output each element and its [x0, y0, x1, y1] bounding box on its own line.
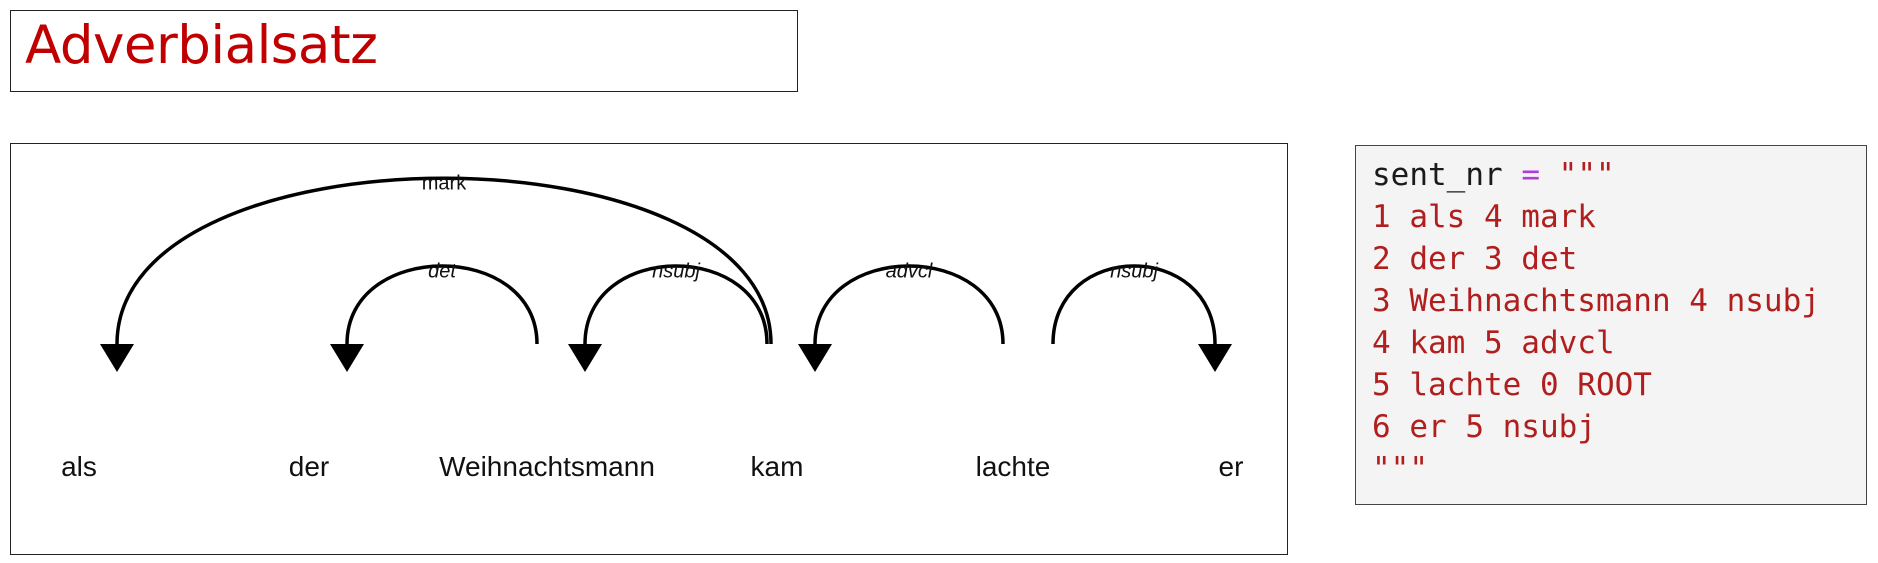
- code-line: 6 er 5 nsubj: [1372, 409, 1596, 445]
- code-line: 5 lachte 0 ROOT: [1372, 367, 1652, 403]
- code-panel: sent_nr = """ 1 als 4 mark 2 der 3 det 3…: [1355, 145, 1867, 505]
- dependency-arc: [115, 176, 773, 345]
- dependency-tree-svg: als der Weihnachtsmann kam lachte er mark det ns…: [61, 172, 1244, 482]
- slide-title: Adverbialsatz: [25, 15, 378, 76]
- code-line: 3 Weihnachtsmann 4 nsubj: [1372, 283, 1820, 319]
- code-line: 1 als 4 mark: [1372, 199, 1596, 235]
- token-word: der: [289, 451, 329, 482]
- arc-label: advcl: [886, 261, 933, 283]
- code-operator: =: [1521, 157, 1540, 193]
- token-word: kam: [751, 451, 804, 482]
- arc-label: mark: [422, 172, 467, 194]
- arrow-head: [1198, 344, 1232, 372]
- dependency-diagram: als der Weihnachtsmann kam lachte er mark det ns…: [10, 143, 1288, 555]
- code-line: 4 kam 5 advcl: [1372, 325, 1615, 361]
- arc-label: det: [428, 261, 457, 283]
- arc-label: nsubj: [652, 261, 700, 283]
- arrow-head: [798, 344, 832, 372]
- dependency-arc: [583, 264, 769, 345]
- dependency-arc: [1051, 264, 1217, 345]
- code-quote-close: """: [1372, 451, 1428, 487]
- arrow-head: [568, 344, 602, 372]
- token-word: lachte: [976, 451, 1051, 482]
- token-word: Weihnachtsmann: [439, 451, 655, 482]
- dependency-arc: [345, 264, 539, 345]
- token-word: als: [61, 451, 97, 482]
- code-quote-open: """: [1558, 157, 1615, 193]
- title-box: Adverbialsatz: [10, 10, 798, 92]
- arc-label: nsubj: [1110, 261, 1158, 283]
- arrow-head: [330, 344, 364, 372]
- code-var-name: sent_nr: [1372, 157, 1503, 193]
- code-line: 2 der 3 det: [1372, 241, 1578, 277]
- arrow-head: [100, 344, 134, 372]
- code-block: sent_nr = """ 1 als 4 mark 2 der 3 det 3…: [1372, 154, 1820, 490]
- dependency-arc: [813, 264, 1005, 345]
- token-word: er: [1219, 451, 1244, 482]
